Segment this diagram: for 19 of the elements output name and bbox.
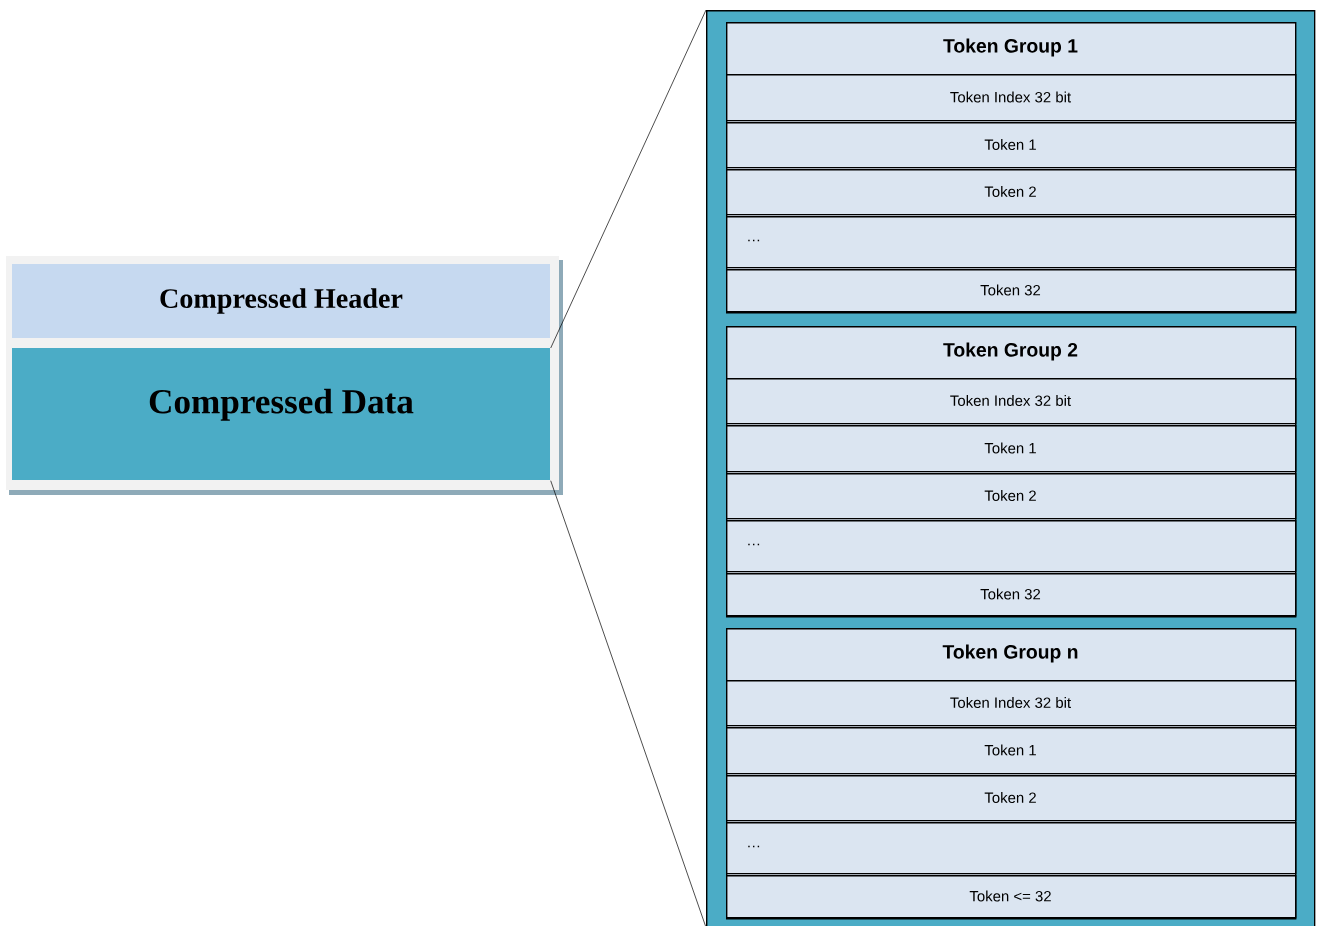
table-row: … [726,822,1297,875]
table-row: Token Index 32 bit [726,378,1297,425]
table-row: Token <= 32 [726,875,1297,919]
header-box: Compressed Header [12,264,550,338]
table-row: Token Index 32 bit [726,680,1297,727]
table-row: Token 1 [726,425,1297,473]
table-row: Token 1 [726,122,1297,169]
table-row: Token 2 [726,775,1297,822]
table-row: Token 2 [726,473,1297,520]
table-row: … [726,216,1297,269]
data-box: Compressed Data [12,348,550,480]
table-row: Token 32 [726,573,1297,617]
zoom-line [550,9,707,349]
table-row: Token 32 [726,269,1297,313]
table-row: Token 1 [726,727,1297,775]
table-row: Token Index 32 bit [726,74,1297,122]
zoom-line [550,480,707,926]
table-row: Token 2 [726,169,1297,216]
table-row: … [726,520,1297,573]
